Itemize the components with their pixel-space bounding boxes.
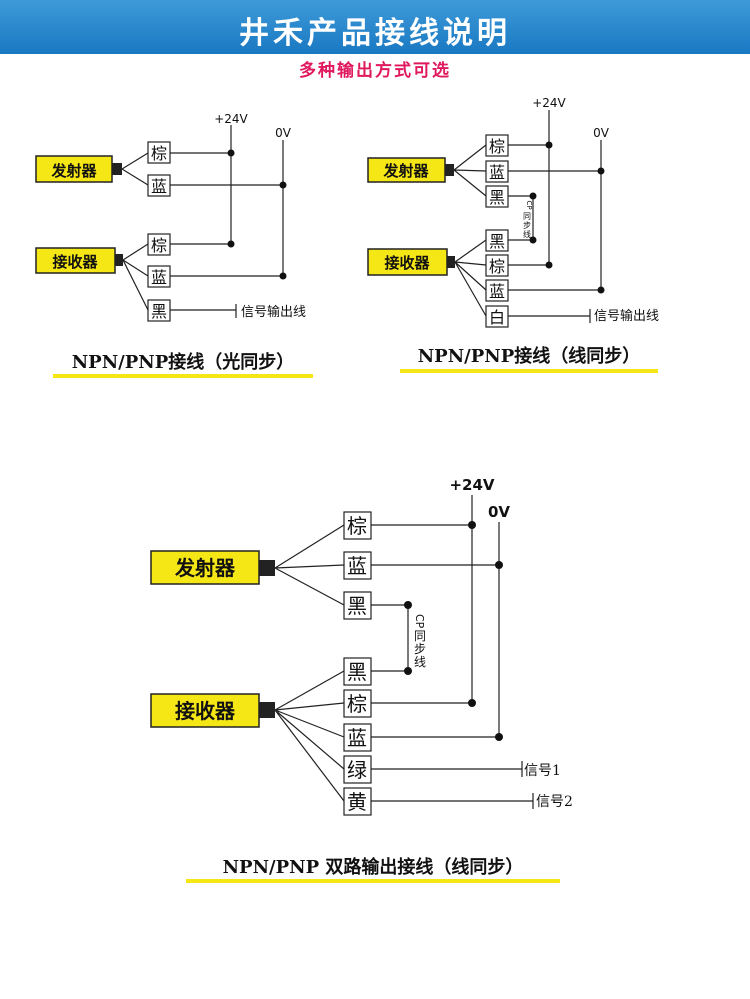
d1-wire-brown-b: 棕 [151, 236, 167, 255]
d2-wire-blue-a: 蓝 [489, 163, 505, 182]
d2-wire-black-a: 黑 [489, 188, 505, 207]
d2-caption: NPN/PNP接线（线同步） [418, 345, 641, 367]
d2-wire-white: 白 [489, 308, 505, 327]
d1-v24-label: +24V [214, 112, 248, 126]
d1-wire-blue-a: 蓝 [151, 177, 167, 196]
d3-signal1-label: 信号1 [524, 763, 561, 779]
d3-wire-yellow: 黄 [347, 790, 367, 814]
d2-emitter-label: 发射器 [382, 162, 429, 180]
page-header: 井禾产品接线说明 [0, 0, 750, 54]
d2-emitter-box [367, 157, 446, 183]
d3-emitter-label: 发射器 [174, 556, 236, 580]
d3-receiver-label: 接收器 [175, 699, 236, 723]
d3-caption: NPN/PNP 双路输出接线（线同步） [223, 856, 524, 878]
d3-wire-brown-a: 棕 [347, 514, 367, 538]
d2-wire-brown-a: 棕 [489, 137, 505, 156]
d3-cp-sync-label: CP 同 步 线 [413, 614, 426, 669]
svg-text:CP: CP [413, 614, 426, 629]
svg-text:CP: CP [525, 200, 533, 209]
d3-wire-black-b: 黑 [347, 660, 367, 684]
svg-text:步: 步 [414, 642, 426, 656]
d3-wire-brown-b: 棕 [347, 692, 367, 716]
d2-wire-blue-b: 蓝 [489, 282, 505, 301]
d2-v0-label: 0V [593, 126, 610, 140]
d2-cp-sync-label: CP 同 步 线 [523, 200, 533, 239]
d3-v0-label: 0V [488, 503, 510, 521]
d2-receiver-box [367, 248, 448, 276]
d1-emitter-box [35, 155, 113, 183]
d2-wire-brown-b: 棕 [489, 257, 505, 276]
d1-v0-label: 0V [275, 126, 292, 140]
d3-signal2-label: 信号2 [536, 794, 573, 810]
d2-wire-black-b: 黑 [489, 232, 505, 251]
d3-wire-blue-b: 蓝 [347, 726, 367, 750]
d1-emitter-label: 发射器 [50, 162, 97, 180]
d1-receiver-box [35, 247, 116, 274]
d1-wire-brown-a: 棕 [151, 144, 167, 163]
page-title: 井禾产品接线说明 [239, 16, 511, 51]
d2-receiver-label: 接收器 [384, 254, 430, 272]
d2-signal-output-label: 信号输出线 [594, 308, 659, 324]
d3-v24-label: +24V [449, 476, 494, 494]
d1-signal-output-label: 信号输出线 [241, 304, 306, 320]
d3-wire-green: 绿 [347, 758, 367, 782]
d3-receiver-box [150, 693, 260, 728]
d1-caption: NPN/PNP接线（光同步） [72, 351, 295, 373]
d3-wire-black-a: 黑 [347, 594, 367, 618]
d1-wire-black: 黑 [151, 302, 167, 321]
d3-wire-blue-a: 蓝 [347, 554, 367, 578]
svg-text:线: 线 [523, 229, 531, 239]
svg-text:同: 同 [523, 212, 531, 221]
d2-v24-label: +24V [532, 96, 566, 110]
d3-emitter-box [150, 550, 260, 585]
d1-wire-blue-b: 蓝 [151, 268, 167, 287]
svg-text:线: 线 [414, 655, 426, 669]
svg-text:步: 步 [523, 221, 531, 230]
svg-text:同: 同 [414, 629, 426, 643]
d1-receiver-label: 接收器 [52, 253, 98, 271]
page-subtitle: 多种输出方式可选 [299, 61, 451, 81]
